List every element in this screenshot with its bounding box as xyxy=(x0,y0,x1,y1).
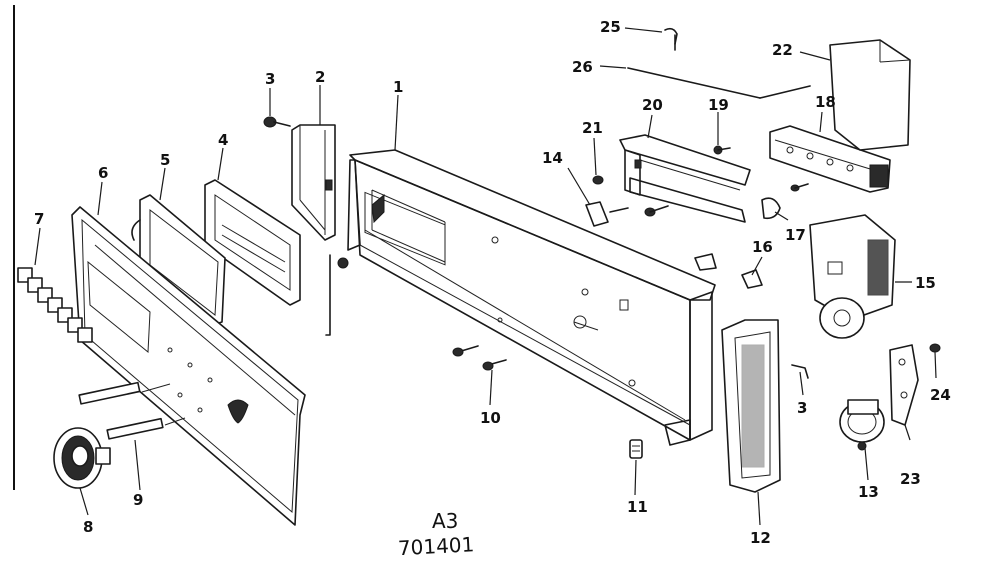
callout-21: 21 xyxy=(582,119,603,137)
part-20-bracket xyxy=(619,134,751,223)
part-14-clip xyxy=(585,175,669,227)
part-24-screw xyxy=(929,343,941,353)
callout-5: 5 xyxy=(160,151,170,169)
callout-7: 7 xyxy=(34,210,44,228)
drawing-code: A3 701401 xyxy=(397,509,475,560)
part-15-timer xyxy=(809,214,896,339)
callout-1: 1 xyxy=(393,78,403,96)
callout-3: 3 xyxy=(265,70,275,88)
callout-17: 17 xyxy=(785,226,806,244)
part-16-clip xyxy=(694,253,763,289)
callout-2: 2 xyxy=(315,68,325,86)
callout-26: 26 xyxy=(572,58,593,76)
callout-16: 16 xyxy=(752,238,773,256)
callout-14: 14 xyxy=(542,149,563,167)
part-10-screws xyxy=(452,345,507,371)
part-1-console-panel xyxy=(347,149,716,446)
part-22-cover xyxy=(829,39,911,151)
callout-3-right: 3 xyxy=(797,399,807,417)
part-23-bracket xyxy=(889,344,919,426)
part-3-clip-right xyxy=(791,364,809,379)
callout-9: 9 xyxy=(133,491,143,509)
part-19-screw xyxy=(713,145,731,155)
part-11-screw xyxy=(629,439,643,459)
callout-13: 13 xyxy=(858,483,879,501)
part-12-side-trim xyxy=(721,319,781,493)
callout-22: 22 xyxy=(772,41,793,59)
callout-18: 18 xyxy=(815,93,836,111)
part-7-push-buttons xyxy=(17,267,93,343)
part-3-screw-top xyxy=(263,116,349,269)
part-8-knob xyxy=(53,427,111,489)
callout-24: 24 xyxy=(930,386,951,404)
callout-4: 4 xyxy=(218,131,228,149)
callout-6: 6 xyxy=(98,164,108,182)
part-13-motor xyxy=(839,399,885,451)
drawing-code-line1: A3 xyxy=(432,509,458,533)
callout-12: 12 xyxy=(750,529,771,547)
part-17-clip xyxy=(761,183,809,220)
drawing-code-line2: 701401 xyxy=(397,532,475,560)
part-26-rod xyxy=(627,67,811,99)
part-18-switch-block xyxy=(769,125,891,193)
callout-labels: 1 2 3 4 5 6 7 8 9 10 11 12 13 14 15 16 1… xyxy=(34,18,951,547)
part-9-screws xyxy=(78,381,186,440)
part-2-bracket xyxy=(291,124,336,241)
callout-23: 23 xyxy=(900,470,921,488)
callout-8: 8 xyxy=(83,518,93,536)
part-25-screw xyxy=(664,27,678,51)
callout-15: 15 xyxy=(915,274,936,292)
callout-10: 10 xyxy=(480,409,501,427)
callout-19: 19 xyxy=(708,96,729,114)
leader-lines xyxy=(34,27,937,526)
callout-20: 20 xyxy=(642,96,663,114)
callout-25: 25 xyxy=(600,18,621,36)
callout-11: 11 xyxy=(627,498,648,516)
